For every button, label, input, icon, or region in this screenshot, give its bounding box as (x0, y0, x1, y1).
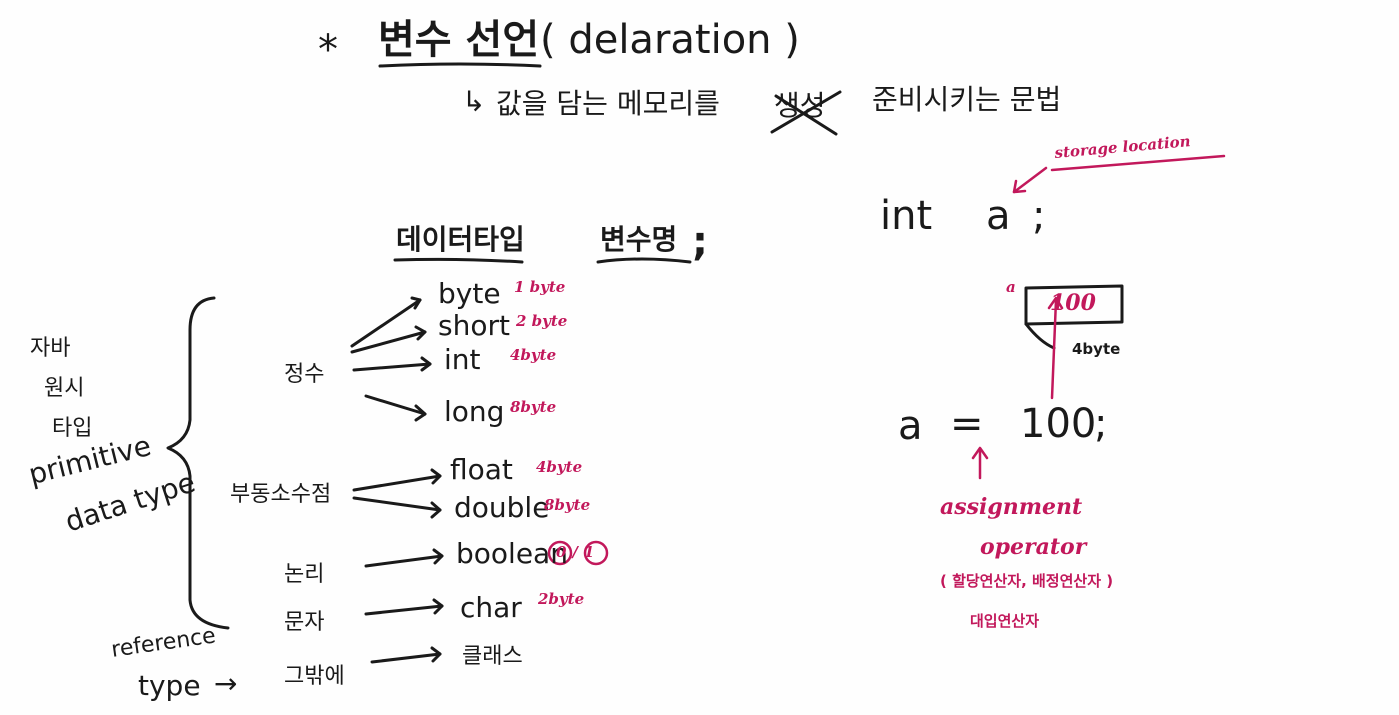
operator-name-1: assignment (940, 494, 1083, 520)
category-type-kr: 타입 (52, 416, 93, 441)
heading-title: 변수 선언 (378, 17, 540, 63)
operator-kr-2: 대입연산자 (970, 612, 1040, 630)
title-underline (378, 62, 542, 68)
datatype-underline (393, 257, 524, 264)
boolean-circle-1 (583, 540, 609, 566)
arrow-boolean (364, 554, 444, 568)
group-label-integer: 정수 (284, 362, 325, 387)
type-class: 클래스 (462, 644, 523, 669)
type-boolean: boolean (456, 537, 568, 570)
heading-sub-arrow: ↳ (462, 85, 486, 118)
group-label-char: 문자 (284, 610, 325, 635)
category-primitive-kr: 원시 (44, 376, 85, 401)
category-java: 자바 (30, 336, 71, 361)
group-label-logic: 논리 (284, 562, 325, 587)
operator-name-2: operator (980, 534, 1087, 560)
example-decl-var: a (986, 193, 1011, 239)
type-int: int (444, 343, 481, 376)
size-byte: 1 byte (514, 278, 566, 296)
arrow-short (350, 330, 427, 354)
assign-var: a (898, 403, 923, 449)
type-float: float (450, 453, 513, 486)
size-float: 4byte (536, 458, 583, 476)
heading-title-en: ( delaration ) (540, 17, 800, 63)
assign-value: 100 (1020, 401, 1097, 447)
memory-box-value: 100 (1050, 290, 1096, 316)
size-int: 4byte (510, 346, 557, 364)
category-brace (166, 296, 230, 630)
assign-semicolon: ; (1094, 401, 1108, 447)
type-double: double (454, 491, 550, 524)
arrow-class (370, 652, 442, 664)
size-char: 2byte (538, 590, 585, 608)
arrow-float (352, 474, 442, 492)
memory-box (1024, 284, 1124, 326)
heading-sub-text-1: 값을 담는 메모리를 (496, 87, 720, 120)
heading-star: * (318, 27, 338, 73)
type-long: long (444, 395, 505, 428)
boolean-circle-0 (547, 540, 573, 566)
arrow-double (352, 496, 442, 512)
arrow-int (352, 362, 432, 372)
value-arrow (1050, 298, 1058, 400)
group-label-other: 그밖에 (284, 664, 345, 689)
heading-sub-text-2: 준비시키는 문법 (872, 83, 1062, 116)
type-byte: byte (438, 277, 501, 310)
example-decl-semicolon: ; (1032, 193, 1046, 239)
strike-line-2 (770, 90, 842, 134)
arrow-long (364, 394, 427, 416)
type-short: short (438, 309, 510, 342)
size-long: 8byte (510, 398, 557, 416)
strike-line-1 (774, 94, 838, 136)
heading-sub-crossed: 생성 (774, 89, 826, 122)
var-name-label: 변수명 (600, 223, 678, 256)
reference-arrow: → (214, 667, 238, 700)
size-short: 2 byte (516, 312, 568, 330)
operator-kr-1: ( 할당연산자, 배정연산자 ) (940, 572, 1114, 590)
arrow-char (364, 604, 444, 616)
assign-operator: = (950, 401, 984, 447)
data-type-label: 데이터타입 (396, 223, 525, 256)
group-label-float: 부동소수점 (230, 482, 332, 507)
memory-box-label: a (1006, 278, 1016, 296)
storage-underline (1050, 154, 1226, 172)
size-boolean: 0/1 (556, 543, 601, 561)
category-reference-type: type (138, 669, 201, 702)
example-decl-type: int (880, 193, 933, 239)
memory-box-bracket (1024, 322, 1056, 350)
type-char: char (460, 591, 522, 624)
arrow-byte (350, 298, 422, 348)
size-double: 8byte (544, 496, 591, 514)
declaration-semicolon: ; (692, 219, 708, 265)
storage-arrow (1012, 166, 1048, 194)
memory-box-size: 4byte (1072, 340, 1121, 358)
varname-underline (596, 257, 692, 264)
